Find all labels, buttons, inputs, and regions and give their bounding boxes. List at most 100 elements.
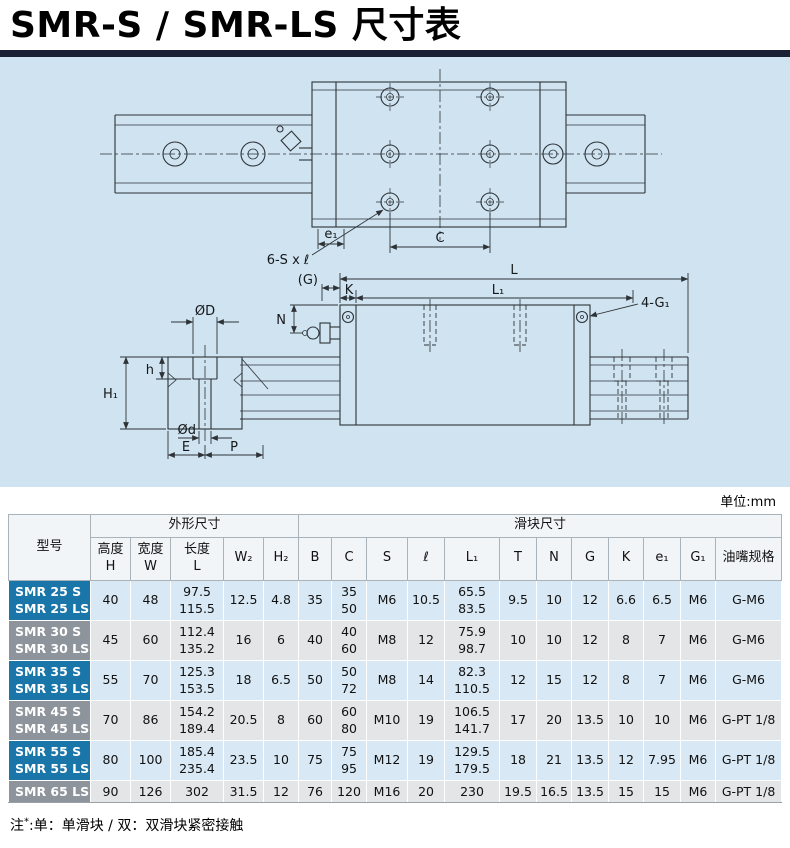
header-col-n: N <box>536 536 573 581</box>
table-cell: 16 <box>223 619 264 661</box>
technical-drawing: e₁ 6-S x ℓ C <box>100 68 689 459</box>
dim-g: (G) <box>298 273 341 301</box>
dim-h1: H₁ <box>103 356 166 430</box>
table-cell: G-M6 <box>715 619 783 661</box>
table-cell: 20 <box>536 699 573 741</box>
table-cell: M10 <box>366 699 409 741</box>
endcap-screw <box>575 310 589 323</box>
table-cell: G-PT 1/8 <box>715 699 783 741</box>
table-cell: 19.5 <box>499 779 538 804</box>
block-side <box>339 298 591 426</box>
dim-label-od: ØD <box>195 304 215 319</box>
title-rule <box>0 49 790 57</box>
table-cell: 10.5 <box>407 579 446 621</box>
table-cell: 23.5 <box>223 739 264 781</box>
table-cell: G-PT 1/8 <box>715 739 783 781</box>
dim-label-h: h <box>146 363 154 378</box>
dim-label-g: (G) <box>298 273 318 288</box>
page-title: SMR-S / SMR-LS 尺寸表 <box>10 5 462 46</box>
table-cell: 230 <box>444 779 501 804</box>
table-cell: 80 <box>90 739 131 781</box>
table-cell: 8 <box>262 699 300 741</box>
header-model: 型号 <box>8 513 91 581</box>
table-cell: 154.2 189.4 <box>170 699 224 741</box>
table-cell: 35 <box>298 579 333 621</box>
group-header-row: 型号 外形尺寸 滑块尺寸 <box>8 513 783 581</box>
table-cell: M6 <box>680 659 717 701</box>
table-cell: 302 <box>170 779 224 804</box>
table-cell: 12 <box>571 579 610 621</box>
dim-label-p: P <box>230 440 238 455</box>
table-cell: M6 <box>680 779 717 804</box>
table-cell: 18 <box>223 659 264 701</box>
table-cell: 20.5 <box>223 699 264 741</box>
dim-label-h1: H₁ <box>103 387 118 402</box>
table-cell: 82.3 110.5 <box>444 659 501 701</box>
table-cell: M6 <box>680 579 717 621</box>
table-cell: 97.5 115.5 <box>170 579 224 621</box>
table-cell: 12 <box>571 659 610 701</box>
table-cell: G-PT 1/8 <box>715 779 783 804</box>
table-cell: 7 <box>643 619 682 661</box>
header-col-width: 宽度 W <box>130 536 171 581</box>
table-cell: 50 <box>298 659 333 701</box>
table-cell: 12 <box>407 619 446 661</box>
header-col-g1: G₁ <box>680 536 717 581</box>
table-cell: 13.5 <box>571 779 610 804</box>
header-col-c: C <box>331 536 368 581</box>
table-cell: M6 <box>680 699 717 741</box>
table-cell: 10 <box>536 579 573 621</box>
grease-nipple-plan <box>276 125 312 161</box>
table-cell: 70 <box>130 659 171 701</box>
tapped-hole-hidden <box>513 298 527 352</box>
table-cell: G-M6 <box>715 659 783 701</box>
table-cell: M6 <box>680 619 717 661</box>
header-col-e1: e₁ <box>643 536 682 581</box>
table-cell: 75.9 98.7 <box>444 619 501 661</box>
dim-label-l1: L₁ <box>492 283 504 298</box>
dim-n: N <box>276 304 338 334</box>
table-cell: 40 <box>298 619 333 661</box>
table-cell: 12.5 <box>223 579 264 621</box>
table-cell: 45 <box>90 619 131 661</box>
header-col-l1: L₁ <box>444 536 501 581</box>
table-cell: 7.95 <box>643 739 682 781</box>
table-cell: 120 <box>331 779 368 804</box>
table-cell: 19 <box>407 699 446 741</box>
header-col-w2: W₂ <box>223 536 264 581</box>
table-cell: 6 <box>262 619 300 661</box>
table-cell: 12 <box>608 739 645 781</box>
dim-label-4g1: 4-G₁ <box>641 296 670 311</box>
table-cell: 185.4 235.4 <box>170 739 224 781</box>
column-header-row: 高度 H 宽度 W 长度 L W₂ H₂ B C S ℓ L₁ T N G K … <box>9 536 783 581</box>
header-col-l-script: ℓ <box>407 536 446 581</box>
table-cell: M6 <box>680 739 717 781</box>
model-cell: SMR 30 S SMR 30 LS <box>8 619 91 661</box>
footnote-text: :单：单滑块 / 双：双滑块紧密接触 <box>29 818 244 835</box>
table-cell: 13.5 <box>571 699 610 741</box>
table-cell: 129.5 179.5 <box>444 739 501 781</box>
header-col-s: S <box>366 536 409 581</box>
table-cell: 126 <box>130 779 171 804</box>
table-cell: 70 <box>90 699 131 741</box>
dim-l1: L₁ <box>355 283 634 303</box>
table-cell: 16.5 <box>536 779 573 804</box>
table-cell: 60 80 <box>331 699 368 741</box>
table-cell: M12 <box>366 739 409 781</box>
dim-e1: e₁ <box>317 227 345 249</box>
table-cell: G-M6 <box>715 579 783 621</box>
table-cell: 75 <box>298 739 333 781</box>
table-cell: 10 <box>536 619 573 661</box>
table-cell: 55 <box>90 659 131 701</box>
table-cell: 60 <box>130 619 171 661</box>
table-cell: 14 <box>407 659 446 701</box>
header-col-height: 高度 H <box>90 536 131 581</box>
table-cell: 8 <box>608 659 645 701</box>
table-cell: 86 <box>130 699 171 741</box>
header-col-length: 长度 L <box>170 536 224 581</box>
table-cell: 12 <box>571 619 610 661</box>
table-cell: 8 <box>608 619 645 661</box>
header-col-b: B <box>298 536 333 581</box>
unit-label: 单位:mm <box>720 494 776 510</box>
